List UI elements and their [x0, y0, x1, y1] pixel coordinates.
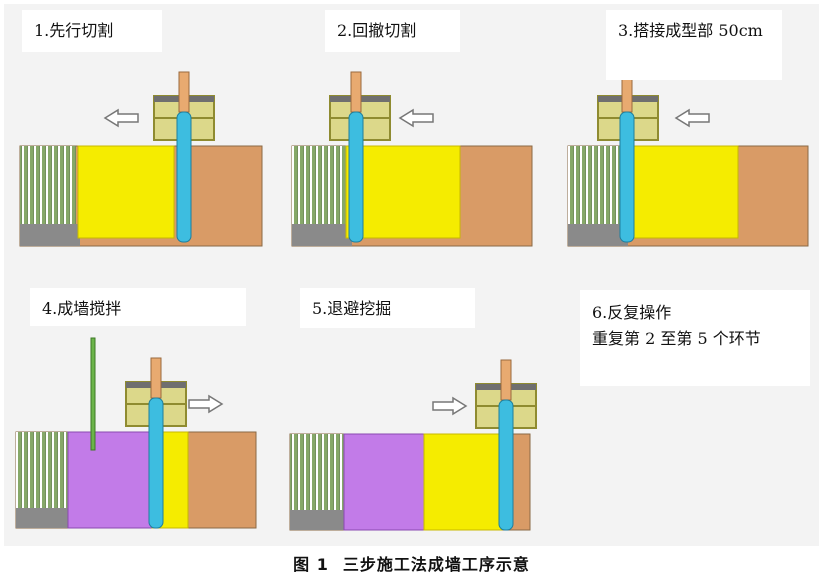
existing-wall-piles	[290, 434, 344, 512]
yellow-cut-panel	[423, 433, 503, 531]
step-6-detail: 重复第 2 至第 5 个环节	[592, 329, 761, 348]
panel-1-precut	[19, 71, 263, 247]
panel-3-overlap-forming	[567, 71, 809, 247]
caption-text: 三步施工法成墙工序示意	[342, 555, 530, 574]
existing-wall-piles	[20, 146, 76, 224]
panel-5-retreat-excavation	[289, 359, 537, 531]
figure-caption: 图 1 三步施工法成墙工序示意	[0, 551, 823, 575]
cutter-post	[498, 399, 514, 531]
existing-wall-piles	[16, 432, 68, 510]
panel-2-retract-cut	[291, 71, 533, 247]
grey-base	[568, 224, 628, 246]
mast	[350, 71, 362, 113]
step-1-text: 1.先行切割	[34, 21, 114, 40]
step-3-text: 3.搭接成型部 50cm	[618, 21, 763, 40]
cutter-post	[619, 111, 635, 243]
purple-mixed-panel	[343, 433, 425, 531]
mast	[150, 357, 162, 399]
yellow-cut-panel	[77, 145, 175, 239]
grey-base	[16, 508, 72, 528]
panel-4-wall-mixing	[15, 337, 257, 529]
cutter-post	[176, 111, 192, 243]
cutter-post	[148, 397, 164, 529]
step-5-text: 5.退避挖掘	[312, 299, 392, 318]
cutter-post	[348, 111, 364, 243]
left-arrow	[103, 108, 139, 128]
step-6-text: 6.反复操作	[592, 303, 672, 322]
step-2-text: 2.回撤切割	[337, 21, 417, 40]
step-6-label: 6.反复操作 重复第 2 至第 5 个环节	[580, 290, 810, 386]
green-probe-rod	[90, 337, 96, 451]
grey-base	[20, 224, 80, 246]
purple-mixed-panel	[67, 431, 153, 529]
existing-wall-piles	[292, 146, 348, 224]
mast	[500, 359, 512, 401]
caption-number: 图 1	[293, 555, 329, 574]
right-arrow	[432, 396, 468, 416]
yellow-cut-panel	[345, 145, 461, 239]
step-4-label: 4.成墙搅拌	[30, 288, 246, 326]
left-arrow	[398, 108, 434, 128]
step-1-label: 1.先行切割	[22, 10, 162, 52]
step-4-text: 4.成墙搅拌	[42, 299, 122, 318]
step-3-label: 3.搭接成型部 50cm	[606, 10, 782, 80]
step-5-label: 5.退避挖掘	[300, 288, 475, 328]
existing-wall-piles	[568, 146, 626, 224]
grey-base	[290, 510, 346, 530]
right-arrow	[188, 394, 224, 414]
yellow-cut-panel	[629, 145, 739, 239]
mast	[178, 71, 190, 113]
left-arrow	[674, 108, 710, 128]
step-2-label: 2.回撤切割	[325, 10, 460, 52]
grey-base	[292, 224, 352, 246]
